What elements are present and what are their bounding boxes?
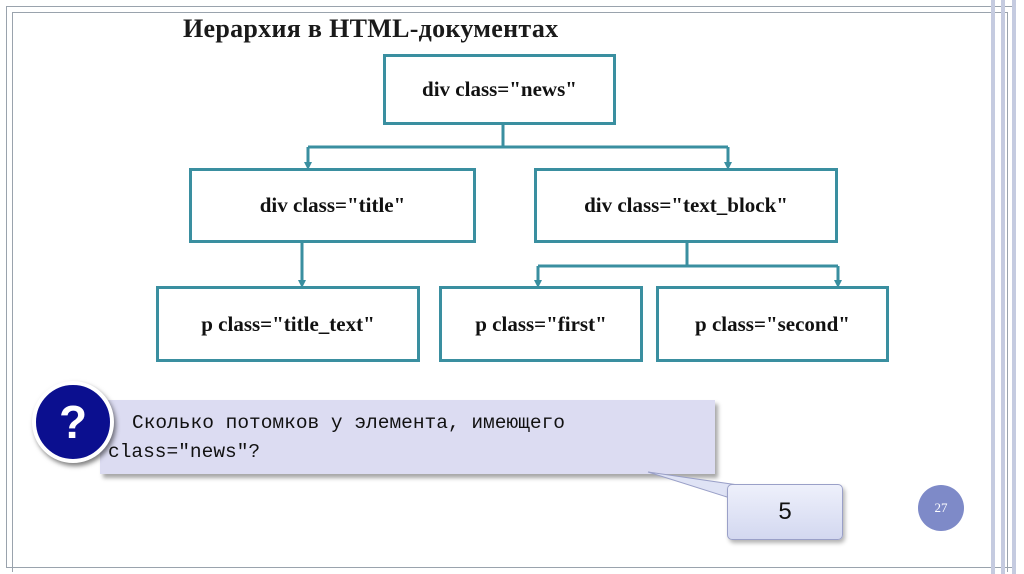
node-p-title-text: p class="title_text" [156, 286, 420, 362]
answer-callout: 5 [727, 484, 843, 540]
question-text: Сколько потомков у элемента, имеющего cl… [108, 412, 565, 463]
question-box [100, 400, 715, 474]
slide-frame-inner [12, 12, 1008, 572]
node-p-second: p class="second" [656, 286, 889, 362]
node-div-title: div class="title" [189, 168, 476, 243]
right-edge-bar [1012, 0, 1016, 574]
node-div-news: div class="news" [383, 54, 616, 125]
page-number-badge: 27 [918, 485, 964, 531]
node-p-first: p class="first" [439, 286, 643, 362]
right-edge-bar [1001, 0, 1005, 574]
slide-title: Иерархия в HTML-документах [183, 14, 559, 43]
right-edge-bar [991, 0, 995, 574]
question-mark-icon: ? [32, 381, 114, 463]
node-div-text-block: div class="text_block" [534, 168, 838, 243]
